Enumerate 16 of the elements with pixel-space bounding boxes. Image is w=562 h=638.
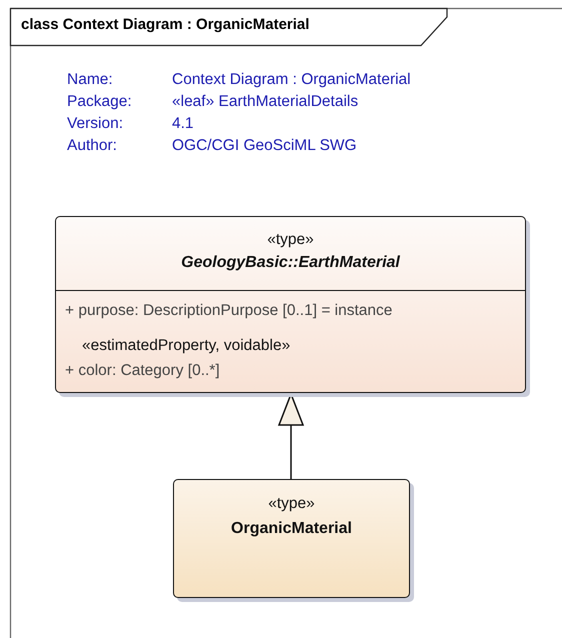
attribute: + purpose: DescriptionPurpose [0..1] = instance — [65, 302, 392, 320]
attribute: + color: Category [0..*] — [65, 362, 220, 380]
stereotype: «type» — [267, 495, 316, 513]
property-name: Author: — [67, 137, 117, 155]
property-name: Version: — [67, 115, 124, 133]
class-name: GeologyBasic::EarthMaterial — [180, 254, 401, 272]
property-value: «leaf» EarthMaterialDetails — [172, 93, 358, 111]
property-value: Context Diagram : OrganicMaterial — [172, 71, 411, 89]
property-value: OGC/CGI GeoSciML SWG — [172, 137, 357, 155]
stereotype: «estimatedProperty, voidable» — [82, 337, 290, 355]
stereotype: «type» — [266, 231, 315, 249]
property-value: 4.1 — [172, 115, 194, 133]
diagram-title: class Context Diagram : OrganicMaterial — [21, 16, 310, 34]
property-name: Name: — [67, 71, 113, 89]
class-name: OrganicMaterial — [230, 520, 353, 538]
property-name: Package: — [67, 93, 132, 111]
